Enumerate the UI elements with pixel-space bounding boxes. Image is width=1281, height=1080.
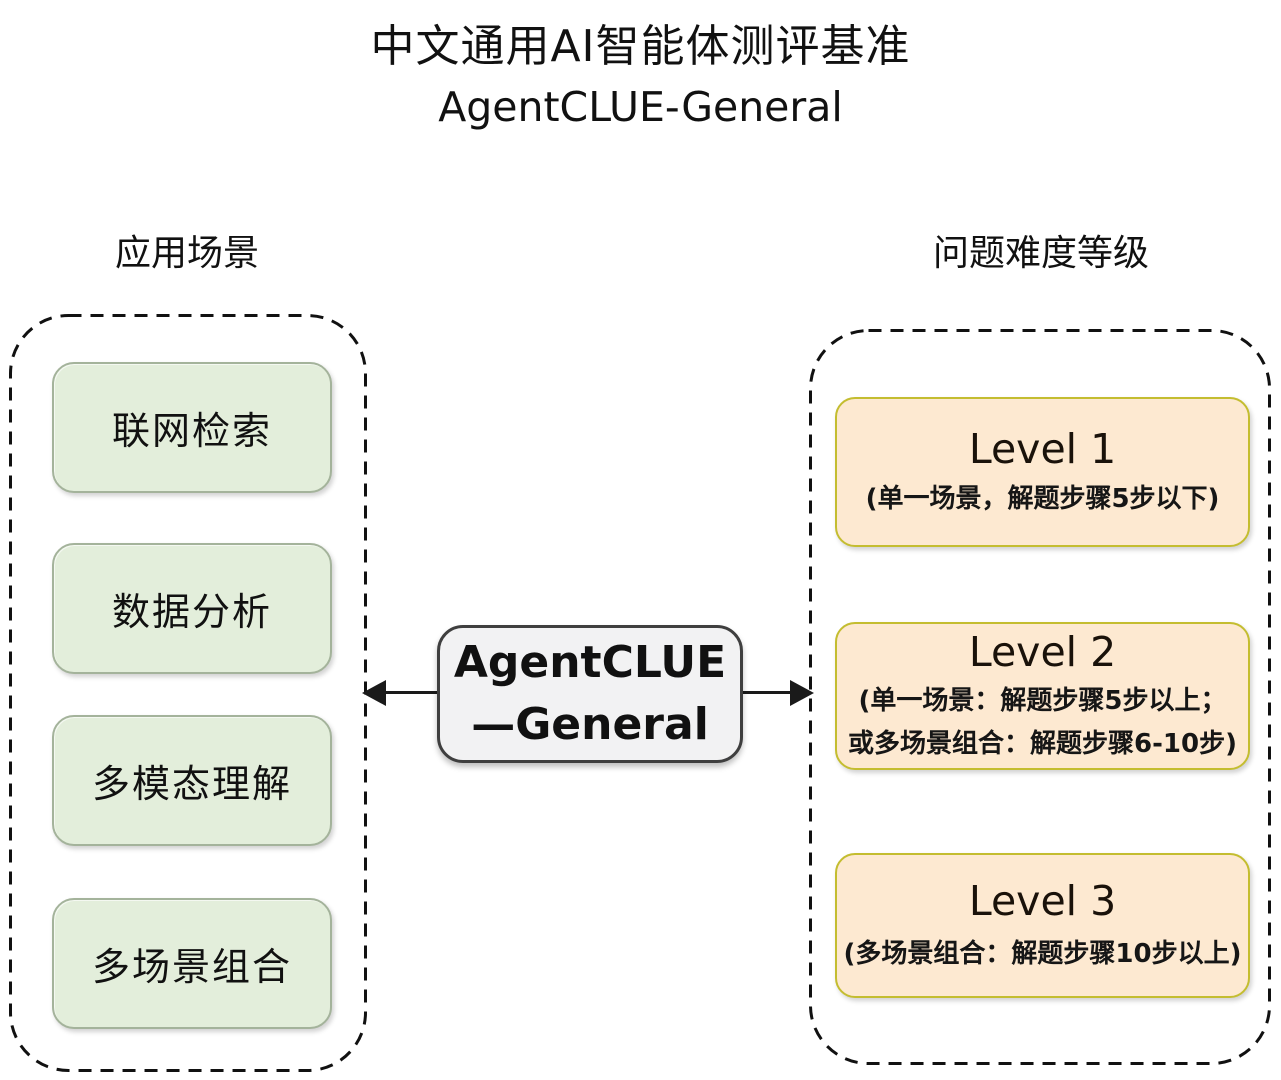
arrow-right-line — [742, 691, 798, 694]
level-1-title: Level 1 — [968, 424, 1117, 473]
level-2-desc-line-2: 或多场景组合：解题步骤6-10步) — [848, 728, 1237, 759]
scenario-box-multimodal: 多模态理解 — [52, 715, 332, 846]
level-3-box: Level 3 (多场景组合：解题步骤10步以上) — [835, 853, 1250, 998]
arrow-left-head-icon — [362, 680, 386, 706]
left-column-label: 应用场景 — [114, 233, 260, 274]
scenario-label: 联网检索 — [111, 409, 272, 453]
level-2-title: Level 2 — [968, 628, 1117, 677]
scenario-label: 数据分析 — [111, 590, 272, 634]
center-node-agentclue: AgentCLUE —General — [437, 625, 743, 763]
arrow-right-head-icon — [790, 680, 814, 706]
scenario-label: 多场景组合 — [91, 945, 292, 989]
scenario-label: 多模态理解 — [91, 762, 292, 806]
center-node-line-1: AgentCLUE — [453, 637, 727, 689]
level-2-box: Level 2 (单一场景：解题步骤5步以上； 或多场景组合：解题步骤6-10步… — [835, 622, 1250, 770]
title-line-1: 中文通用AI智能体测评基准 — [370, 21, 911, 72]
level-2-desc-line-1: (单一场景：解题步骤5步以上； — [858, 685, 1227, 716]
level-3-desc: (多场景组合：解题步骤10步以上) — [843, 938, 1242, 969]
scenario-box-data-analysis: 数据分析 — [52, 543, 332, 674]
page-title: 中文通用AI智能体测评基准 AgentCLUE-General — [0, 18, 1281, 134]
level-1-box: Level 1 (单一场景，解题步骤5步以下) — [835, 397, 1250, 547]
arrow-left-line — [378, 691, 438, 694]
right-column-label: 问题难度等级 — [932, 233, 1150, 274]
scenario-box-web-search: 联网检索 — [52, 362, 332, 493]
center-node-line-2: —General — [471, 699, 709, 750]
level-1-desc: (单一场景，解题步骤5步以下) — [865, 484, 1220, 515]
level-3-title: Level 3 — [968, 877, 1117, 926]
title-line-2: AgentCLUE-General — [438, 83, 843, 132]
scenario-box-multi-scene: 多场景组合 — [52, 898, 332, 1029]
